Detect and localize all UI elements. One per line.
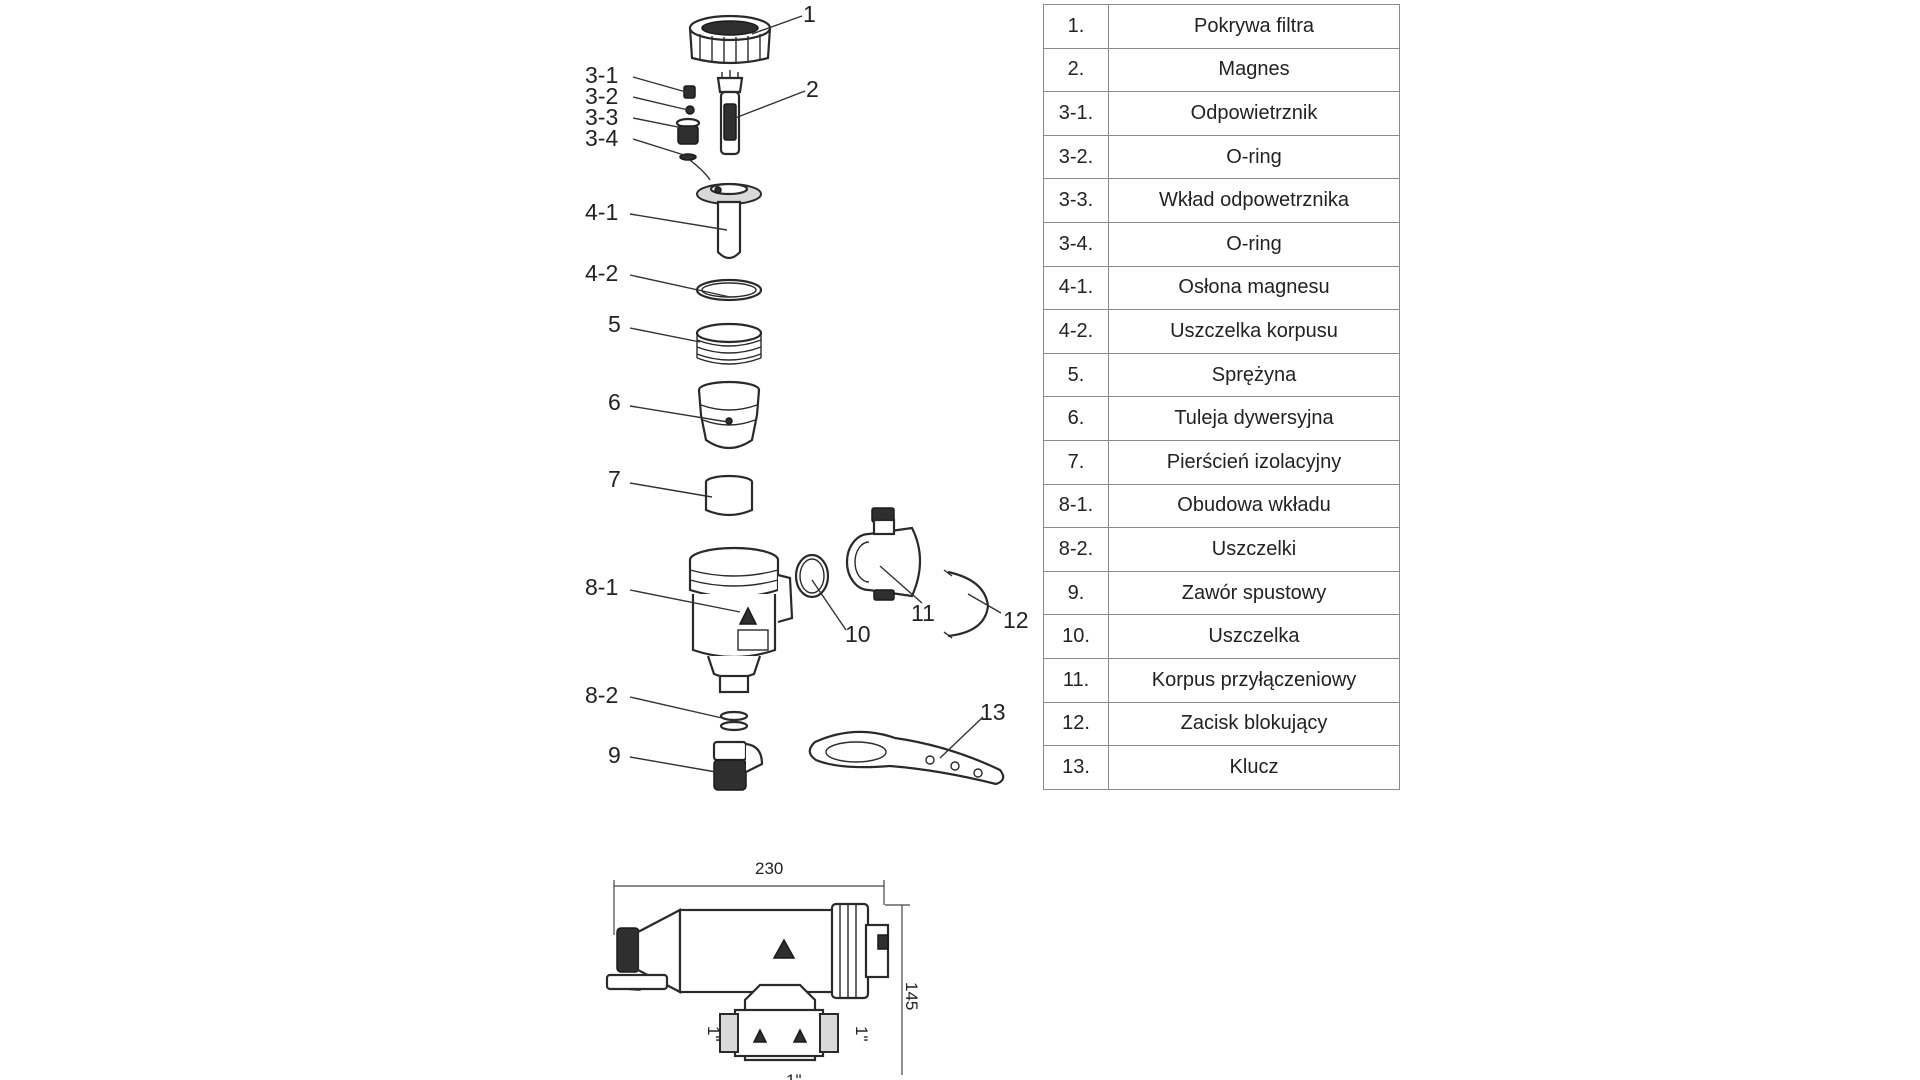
callout-labels: 1 2 3-1 3-2 3-3 3-4 4-1 4-2 5 6 7 8-1 8-… xyxy=(585,1,1029,768)
air-vent-parts xyxy=(675,85,711,181)
diversion-sleeve-part xyxy=(697,380,761,450)
table-row: 8-1.Obudowa wkładu xyxy=(1043,483,1400,529)
table-row: 3-4.O-ring xyxy=(1043,221,1400,267)
callout-label: 8-1 xyxy=(585,574,618,600)
seal-ring-part xyxy=(794,553,830,599)
wrench-part xyxy=(808,730,1005,786)
part-name: Zacisk blokujący xyxy=(1108,701,1400,747)
table-row: 8-2.Uszczelki xyxy=(1043,527,1400,572)
part-name: Tuleja dywersyjna xyxy=(1108,396,1400,441)
callout-label: 3-1 xyxy=(585,62,618,88)
dimension-height-label: 145 xyxy=(902,982,921,1010)
callout-label: 13 xyxy=(980,699,1006,725)
table-row: 9.Zawór spustowy xyxy=(1043,570,1400,616)
part-name: Osłona magnesu xyxy=(1108,265,1400,311)
callout-label: 2 xyxy=(806,76,819,102)
part-number: 1. xyxy=(1043,4,1109,49)
callout-label: 7 xyxy=(608,466,621,492)
table-row: 4-1.Osłona magnesu xyxy=(1043,265,1400,311)
callout-label: 11 xyxy=(911,600,935,626)
part-number: 10. xyxy=(1043,614,1109,659)
part-number: 3-1. xyxy=(1043,91,1109,136)
part-name: O-ring xyxy=(1108,134,1400,180)
dimension-drawing: 230 145 1" 1" 1" xyxy=(605,859,921,1080)
table-row: 1.Pokrywa filtra xyxy=(1043,4,1400,49)
part-name: Obudowa wkładu xyxy=(1108,483,1400,529)
table-row: 3-1.Odpowietrznik xyxy=(1043,91,1400,136)
callout-label: 12 xyxy=(1003,607,1029,633)
table-row: 7.Pierścień izolacyjny xyxy=(1043,439,1400,485)
connection-body-part xyxy=(845,507,922,601)
leader-lines xyxy=(629,15,1002,773)
callout-label: 5 xyxy=(608,311,621,337)
table-row: 5.Sprężyna xyxy=(1043,352,1400,398)
dimension-port-left-label: 1" xyxy=(704,1026,723,1042)
callout-label: 4-2 xyxy=(585,260,618,286)
part-number: 11. xyxy=(1043,657,1109,703)
callout-label: 4-1 xyxy=(585,199,618,225)
table-row: 4-2.Uszczelka korpusu xyxy=(1043,309,1400,354)
table-row: 3-3.Wkład odpowetrznika xyxy=(1043,178,1400,223)
table-row: 10.Uszczelka xyxy=(1043,614,1400,659)
part-name: Klucz xyxy=(1108,745,1400,790)
part-name: Wkład odpowetrznika xyxy=(1108,178,1400,223)
part-name: O-ring xyxy=(1108,221,1400,267)
part-number: 4-2. xyxy=(1043,309,1109,354)
part-number: 13. xyxy=(1043,745,1109,790)
drain-valve-part xyxy=(712,740,764,791)
insulation-ring-part xyxy=(704,474,754,517)
part-name: Korpus przyłączeniowy xyxy=(1108,657,1400,703)
cartridge-housing-part xyxy=(688,546,794,694)
body-seal-part xyxy=(695,278,763,302)
callout-label: 3-2 xyxy=(585,83,618,109)
callout-label: 1 xyxy=(803,1,816,27)
dimension-width-label: 230 xyxy=(755,859,783,878)
part-number: 5. xyxy=(1043,352,1109,398)
part-number: 12. xyxy=(1043,701,1109,747)
part-number: 4-1. xyxy=(1043,265,1109,311)
part-name: Uszczelka korpusu xyxy=(1108,309,1400,354)
part-number: 3-2. xyxy=(1043,134,1109,180)
magnet-sleeve-part xyxy=(696,182,762,260)
part-name: Odpowietrznik xyxy=(1108,91,1400,136)
exploded-view-diagram: 1 2 3-1 3-2 3-3 3-4 4-1 4-2 5 6 7 8-1 8-… xyxy=(585,1,1029,1080)
table-row: 3-2.O-ring xyxy=(1043,134,1400,180)
dimension-port-bottom-label: 1" xyxy=(786,1071,802,1080)
callout-label: 9 xyxy=(608,742,621,768)
spring-part xyxy=(695,322,763,365)
part-name: Uszczelki xyxy=(1108,527,1400,572)
dimension-port-right-label: 1" xyxy=(852,1026,871,1042)
seals-part xyxy=(719,710,749,732)
part-name: Pokrywa filtra xyxy=(1108,4,1400,49)
part-number: 6. xyxy=(1043,396,1109,441)
table-row: 2.Magnes xyxy=(1043,47,1400,93)
callout-label: 8-2 xyxy=(585,682,618,708)
part-number: 2. xyxy=(1043,47,1109,93)
filter-cap-part xyxy=(688,14,772,65)
part-number: 8-1. xyxy=(1043,483,1109,529)
callout-label: 6 xyxy=(608,389,621,415)
magnet-part xyxy=(716,70,744,156)
callout-label: 3-3 xyxy=(585,104,618,130)
part-number: 8-2. xyxy=(1043,527,1109,572)
part-name: Zawór spustowy xyxy=(1108,570,1400,616)
part-number: 7. xyxy=(1043,439,1109,485)
part-number: 3-3. xyxy=(1043,178,1109,223)
callout-label: 10 xyxy=(845,621,871,647)
callout-label: 3-4 xyxy=(585,125,618,151)
part-name: Sprężyna xyxy=(1108,352,1400,398)
part-name: Magnes xyxy=(1108,47,1400,93)
part-number: 3-4. xyxy=(1043,221,1109,267)
part-number: 9. xyxy=(1043,570,1109,616)
part-name: Uszczelka xyxy=(1108,614,1400,659)
table-row: 12.Zacisk blokujący xyxy=(1043,701,1400,747)
parts-list-table: 1.Pokrywa filtra 2.Magnes 3-1.Odpowietrz… xyxy=(1043,4,1400,790)
table-row: 6.Tuleja dywersyjna xyxy=(1043,396,1400,441)
locking-clip-part xyxy=(943,569,990,639)
table-row: 11.Korpus przyłączeniowy xyxy=(1043,657,1400,703)
table-row: 13.Klucz xyxy=(1043,745,1400,790)
part-name: Pierścień izolacyjny xyxy=(1108,439,1400,485)
